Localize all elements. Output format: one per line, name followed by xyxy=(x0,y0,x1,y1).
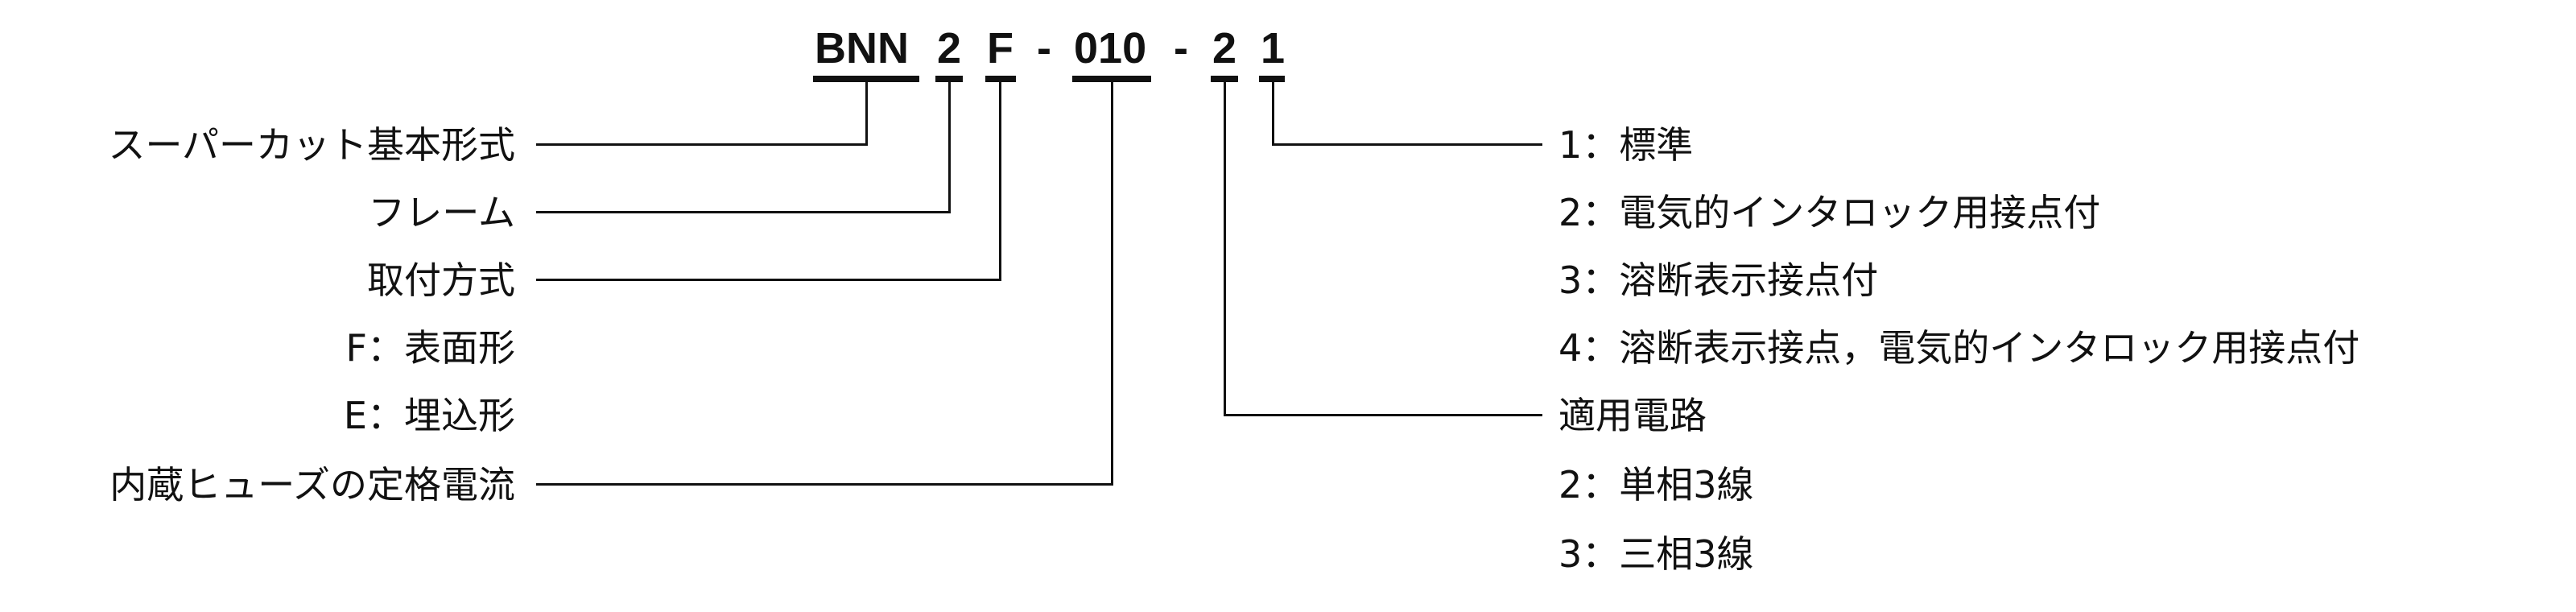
leader-circuit-horizontal xyxy=(1224,414,1542,416)
code-segment-current: 010 xyxy=(1074,24,1147,72)
leader-circuit-vertical xyxy=(1224,81,1226,416)
leader-base-horizontal xyxy=(536,143,868,146)
label-circuit-title: 適用電路 xyxy=(1558,394,1707,437)
leader-mount-vertical xyxy=(999,81,1001,280)
label-option-both: 4：溶断表示接点，電気的インタロック用接点付 xyxy=(1558,326,2360,370)
label-mount-flush: E：埋込形 xyxy=(343,394,515,437)
code-segment-base: BNN xyxy=(815,24,909,72)
code-segment-option: 1 xyxy=(1261,24,1286,72)
label-mount-surface: F：表面形 xyxy=(345,326,515,370)
underline-mount xyxy=(985,76,1016,82)
leader-option-vertical xyxy=(1272,81,1274,145)
leader-mount-horizontal xyxy=(536,279,1001,281)
label-fuse-current: 内蔵ヒューズの定格電流 xyxy=(109,463,515,507)
leader-current-horizontal xyxy=(536,483,1113,486)
code-segment-mount: F xyxy=(987,24,1013,72)
leader-base-vertical xyxy=(865,81,868,145)
underline-frame xyxy=(935,76,963,82)
label-option-blown-indicator: 3：溶断表示接点付 xyxy=(1558,258,1879,302)
label-mount-method: 取付方式 xyxy=(367,258,515,302)
code-dash-1: - xyxy=(1037,24,1051,72)
underline-option xyxy=(1259,76,1285,82)
underline-current xyxy=(1072,76,1151,82)
leader-frame-horizontal xyxy=(536,211,951,213)
label-circuit-single-phase: 2：単相3線 xyxy=(1558,463,1754,507)
label-option-interlock: 2：電気的インタロック用接点付 xyxy=(1558,191,2101,234)
leader-frame-vertical xyxy=(948,81,951,213)
leader-current-vertical xyxy=(1111,81,1113,485)
label-circuit-three-phase: 3：三相3線 xyxy=(1558,532,1754,576)
code-dash-2: - xyxy=(1174,24,1188,72)
code-segment-frame: 2 xyxy=(937,24,962,72)
underline-circuit xyxy=(1211,76,1238,82)
label-frame: フレーム xyxy=(368,191,515,234)
leader-option-horizontal xyxy=(1272,143,1542,146)
label-base-type: スーパーカット基本形式 xyxy=(108,123,515,167)
label-option-standard: 1：標準 xyxy=(1558,123,1694,167)
underline-base xyxy=(813,76,919,82)
code-segment-circuit: 2 xyxy=(1212,24,1237,72)
